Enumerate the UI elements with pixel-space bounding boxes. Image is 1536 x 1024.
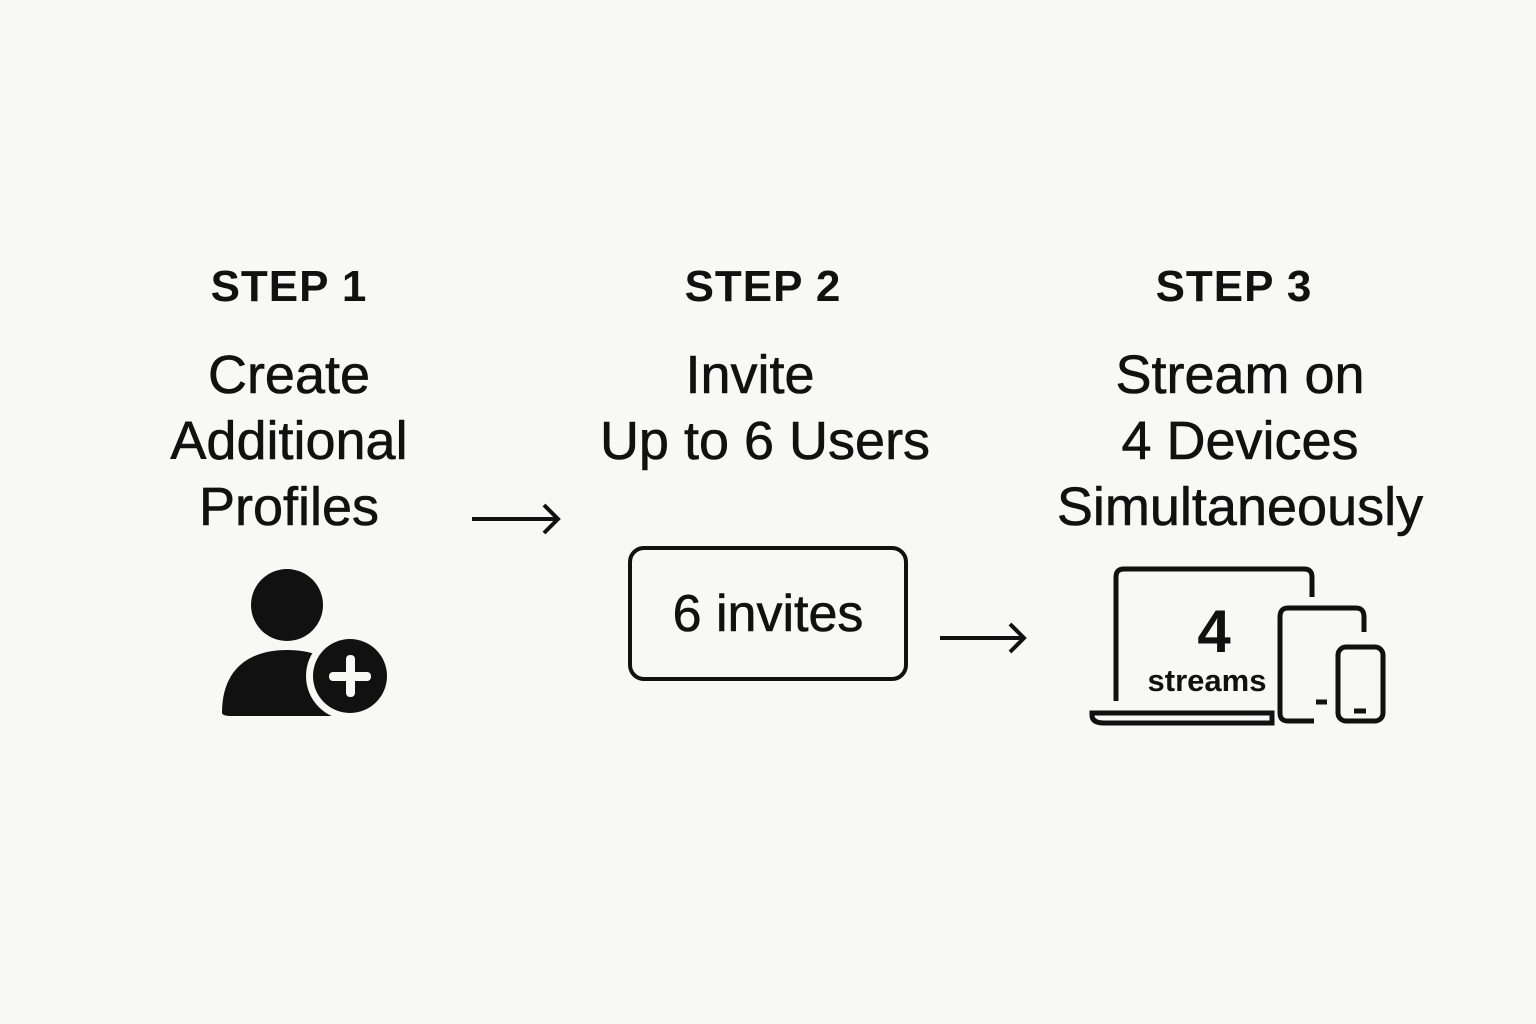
invites-badge-text: 6 invites xyxy=(672,584,864,643)
user-add-icon xyxy=(222,569,394,720)
arrow-right-icon xyxy=(472,503,561,535)
step-1-label: STEP 1 xyxy=(210,262,368,311)
step-1-title: Create Additional Profiles xyxy=(39,342,539,540)
step-1-title-line: Profiles xyxy=(198,477,380,538)
step-1-title-line: Create xyxy=(207,345,371,406)
step-1-title-line: Additional xyxy=(170,411,408,472)
step-3-title-line: 4 Devices xyxy=(1121,411,1359,472)
laptop-screen xyxy=(1113,566,1315,701)
step-3-title: Stream on 4 Devices Simultaneously xyxy=(990,342,1490,540)
tablet xyxy=(1277,605,1367,724)
streams-count: 4 xyxy=(1197,598,1231,665)
arrow-right-icon xyxy=(940,622,1027,654)
step-2-title-line: Up to 6 Users xyxy=(599,411,931,472)
step-3-label: STEP 3 xyxy=(1155,262,1313,311)
streams-label: streams xyxy=(1147,663,1267,698)
step-2-title-line: Invite xyxy=(685,345,815,406)
devices-icon xyxy=(1089,566,1386,726)
invites-badge: 6 invites xyxy=(628,546,908,681)
step-2-label: STEP 2 xyxy=(684,262,842,311)
step-3-title-line: Stream on xyxy=(1115,345,1365,406)
step-3-title-line: Simultaneously xyxy=(1056,477,1424,538)
phone xyxy=(1335,644,1386,724)
step-2-title: Invite Up to 6 Users xyxy=(515,342,1015,474)
laptop-base xyxy=(1089,710,1275,726)
